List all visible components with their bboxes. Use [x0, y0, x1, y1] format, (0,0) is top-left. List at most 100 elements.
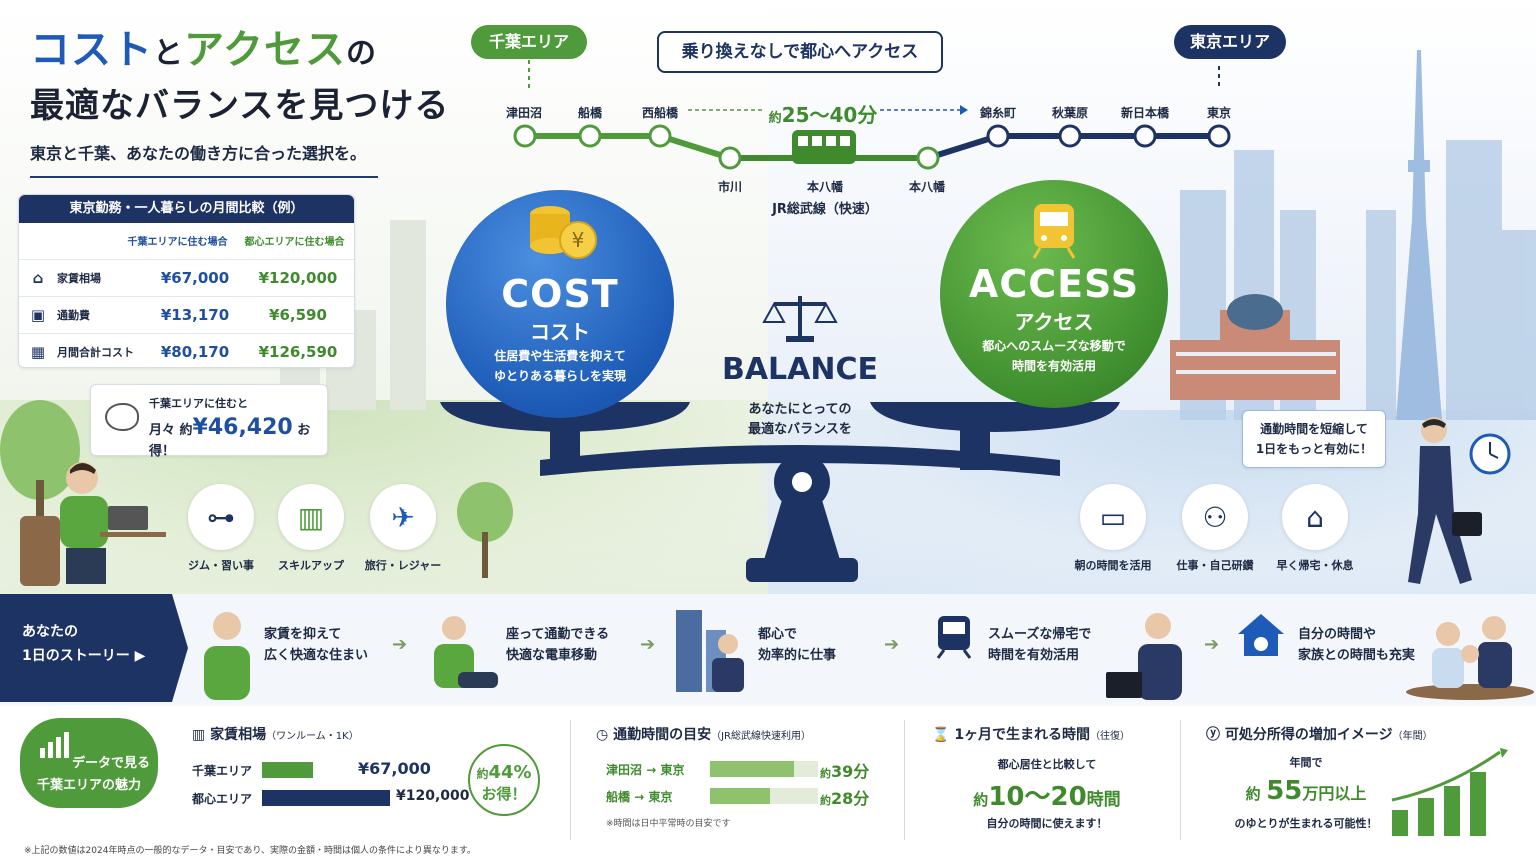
balance-desc-line1: あなたにとっての	[748, 402, 852, 417]
rent-chiba-label: 千葉エリア	[192, 764, 253, 778]
commute-prefix: 約	[820, 767, 831, 780]
title-access: アクセス	[184, 27, 346, 73]
station-label: 市川	[717, 180, 742, 194]
story-heading-line2: 1日のストーリー ▶	[22, 648, 146, 664]
title-no: の	[346, 36, 377, 71]
clock-icon: ◷	[596, 727, 614, 743]
duration-value: 25〜40分	[781, 103, 878, 127]
page-title: コストとアクセスの 最適なバランスを見つける	[30, 24, 449, 132]
table-column-headers: 千葉エリアに住む場合 都心エリアに住む場合	[19, 223, 354, 259]
yen-icon: ⓨ	[1206, 727, 1225, 743]
divider	[1180, 720, 1181, 840]
coins-icon: ¥	[530, 206, 597, 259]
arrow-right-icon: ➔	[884, 634, 900, 655]
balance-desc: あなたにとっての最適なバランスを	[720, 400, 880, 440]
balance-title: BALANCE	[721, 352, 879, 387]
benefit-label: スキルアップ	[278, 559, 344, 572]
line-name: JR総武線（快速）	[772, 202, 878, 217]
tip-line1: 通勤時間を短縮して	[1260, 422, 1368, 436]
commute-route: 船橋 → 東京	[606, 790, 673, 804]
benefit-label: ジム・習い事	[188, 559, 254, 572]
commute-route: 津田沼 → 東京	[606, 763, 685, 777]
savings-bubble: 千葉エリアに住むと 月々 約¥46,420 お得！	[90, 384, 328, 459]
train-icon	[936, 616, 972, 659]
savings-amount: ¥46,420	[192, 415, 293, 440]
family-illustration	[1406, 616, 1534, 700]
svg-text:¥: ¥	[572, 228, 585, 252]
route-line-map	[513, 60, 1231, 170]
scale-icon	[762, 296, 838, 342]
row-chiba-value: ¥80,170	[160, 343, 230, 361]
income-title: 可処分所得の増加イメージ	[1224, 727, 1393, 743]
tokyo-ground	[760, 410, 1536, 600]
income-unit: 万円以上	[1302, 784, 1367, 803]
row-tokyo-value: ¥126,590	[258, 343, 338, 361]
hourglass-icon: ⌛	[932, 727, 955, 743]
access-title: ACCESS	[968, 262, 1140, 306]
row-label: 家賃相場	[57, 272, 101, 285]
commute-time: 28分	[831, 789, 870, 808]
rent-tokyo-value: ¥120,000	[396, 788, 470, 804]
income-title-sub: （年間）	[1392, 731, 1433, 742]
story-item: 自分の時間や家族との時間も充実	[1298, 624, 1415, 666]
cost-title: COST	[501, 272, 619, 316]
commute-section-title: ◷ 通勤時間の目安（JR総武線快速利用）	[596, 724, 811, 744]
title-cost: コスト	[30, 27, 153, 73]
dumbbell-icon: ⊶	[188, 484, 254, 550]
badge-percent: 44%	[488, 762, 532, 783]
time-line1: 都心居住と比較して	[997, 758, 1097, 771]
access-jp: アクセス	[1014, 310, 1094, 334]
commute-note: ※時間は日中平常時の目安です	[606, 819, 731, 829]
duration-prefix: 約	[768, 111, 782, 126]
chiba-area-pill: 千葉エリア	[471, 25, 587, 59]
clock-icon	[1469, 433, 1511, 475]
story-line2: 快適な電車移動	[506, 648, 598, 663]
row-chiba-value: ¥13,170	[160, 306, 230, 324]
page-subtitle: 東京と千葉、あなたの働き方に合った選択を。	[30, 140, 378, 178]
data-badge-line2: 千葉エリアの魅力	[36, 778, 141, 793]
tokyo-skyline-illustration	[1170, 50, 1536, 420]
story-line1: 座って通勤できる	[506, 627, 610, 642]
story-line1: 家賃を抑えて	[264, 627, 342, 642]
person-illustration	[204, 612, 250, 700]
rent-title: 家賃相場	[210, 727, 267, 743]
tokyo-area-pill: 東京エリア	[1174, 25, 1286, 59]
building-icon: ▥	[192, 727, 211, 743]
data-section	[0, 706, 1536, 864]
airplane-icon: ✈	[370, 484, 436, 550]
commute-prefix: 約	[820, 794, 831, 807]
income-value: 約 55万円以上	[1206, 776, 1406, 806]
story-line1: 都心で	[758, 627, 798, 642]
arrow-right-icon: ➔	[1204, 634, 1220, 655]
route-from: 船橋	[606, 790, 631, 804]
commute-title: 通勤時間の目安	[613, 727, 712, 743]
growth-chart-icon	[1391, 748, 1508, 836]
row-label: 通勤費	[57, 309, 90, 322]
rent-chiba-bar	[262, 762, 314, 778]
income-section-title: ⓨ 可処分所得の増加イメージ（年間）	[1206, 724, 1433, 744]
station-label: 船橋	[577, 106, 602, 120]
savings-suffix: お得！	[149, 423, 311, 459]
monthly-cost-comparison-table: 東京勤務・一人暮らしの月間比較（例） 千葉エリアに住む場合 都心エリアに住む場合…	[18, 194, 355, 368]
commute-bar	[710, 761, 795, 777]
story-line2: 家族との時間も充実	[1298, 648, 1415, 663]
businessman-phone-illustration	[1106, 613, 1182, 700]
story-line2: 時間を有効活用	[988, 648, 1080, 663]
income-prefix: 約	[1245, 785, 1261, 803]
arrow-right-icon: ➔	[392, 634, 408, 655]
story-item: 座って通勤できる快適な電車移動	[506, 624, 609, 666]
rent-tokyo-bar	[262, 790, 390, 806]
row-chiba-value: ¥67,000	[160, 269, 230, 287]
home-icon	[1238, 614, 1284, 656]
route-to: 東京	[660, 763, 685, 777]
time-prefix: 約	[973, 791, 989, 809]
book-icon: ▥	[278, 484, 344, 550]
column-chiba: 千葉エリアに住む場合	[127, 237, 228, 248]
route-from: 津田沼	[606, 763, 643, 777]
story-line1: 自分の時間や	[1298, 627, 1377, 642]
route-duration: 約25〜40分	[768, 99, 878, 128]
story-line1: スムーズな帰宅で	[988, 627, 1092, 642]
rent-tokyo-label: 都心エリア	[192, 792, 253, 806]
